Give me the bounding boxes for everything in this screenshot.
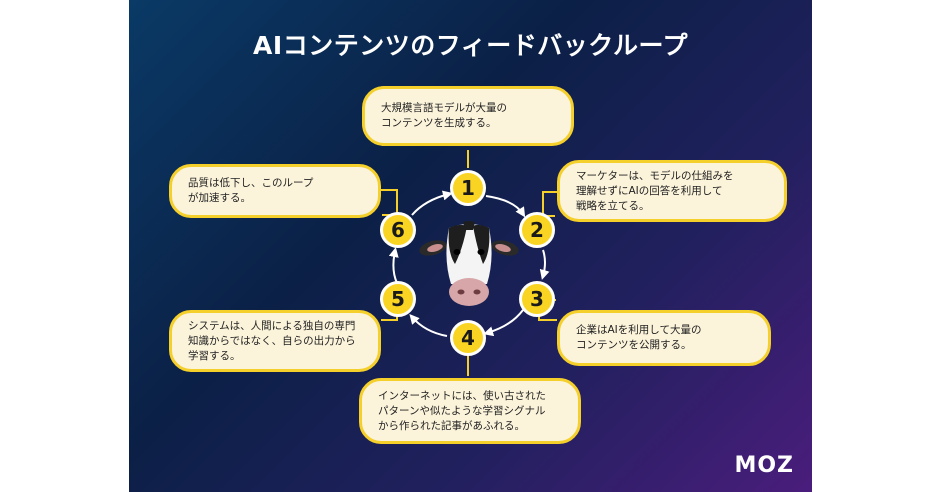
step-node-2: 2	[519, 212, 555, 248]
step-box-3: 企業はAIを利用して大量の コンテンツを公開する。	[557, 310, 771, 366]
step-node-6: 6	[380, 212, 416, 248]
arrow-4-5	[409, 313, 448, 337]
arrow-1-2	[485, 195, 526, 218]
cow-face-icon	[419, 221, 519, 306]
step-node-4: 4	[450, 320, 486, 356]
step-text-3: 企業はAIを利用して大量の コンテンツを公開する。	[576, 324, 702, 351]
step-text-6: 品質は低下し、このループ が加速する。	[188, 177, 314, 204]
step-text-2: マーケターは、モデルの仕組みを 理解せずにAIの回答を利用して 戦略を立てる。	[576, 169, 734, 212]
infographic-panel: AIコンテンツのフィードバックループ 1 2 3 4 5 6 大規模言語モデルが…	[129, 0, 812, 492]
arrow-6-1	[411, 190, 453, 216]
step-box-5: システムは、人間による独自の専門 知識からではなく、自らの出力から 学習する。	[169, 310, 381, 372]
arrow-5-6	[388, 247, 399, 284]
step-box-4: インターネットには、使い古された パターンや似たような学習シグナル から作られた…	[359, 378, 581, 444]
step-text-1: 大規模言語モデルが大量の コンテンツを生成する。	[381, 102, 507, 129]
step-text-5: システムは、人間による独自の専門 知識からではなく、自らの出力から 学習する。	[188, 319, 356, 362]
step-node-1: 1	[450, 170, 486, 206]
arrow-3-4	[483, 309, 524, 337]
step-box-2: マーケターは、モデルの仕組みを 理解せずにAIの回答を利用して 戦略を立てる。	[557, 160, 787, 222]
step-text-4: インターネットには、使い古された パターンや似たような学習シグナル から作られた…	[378, 389, 546, 432]
page-title: AIコンテンツのフィードバックループ	[253, 31, 688, 60]
step-box-6: 品質は低下し、このループ が加速する。	[169, 164, 381, 218]
step-node-3: 3	[519, 281, 555, 317]
step-node-5: 5	[380, 281, 416, 317]
step-box-1: 大規模言語モデルが大量の コンテンツを生成する。	[362, 86, 574, 146]
moz-logo: MOZ	[734, 453, 794, 478]
arrow-2-3	[539, 249, 550, 280]
